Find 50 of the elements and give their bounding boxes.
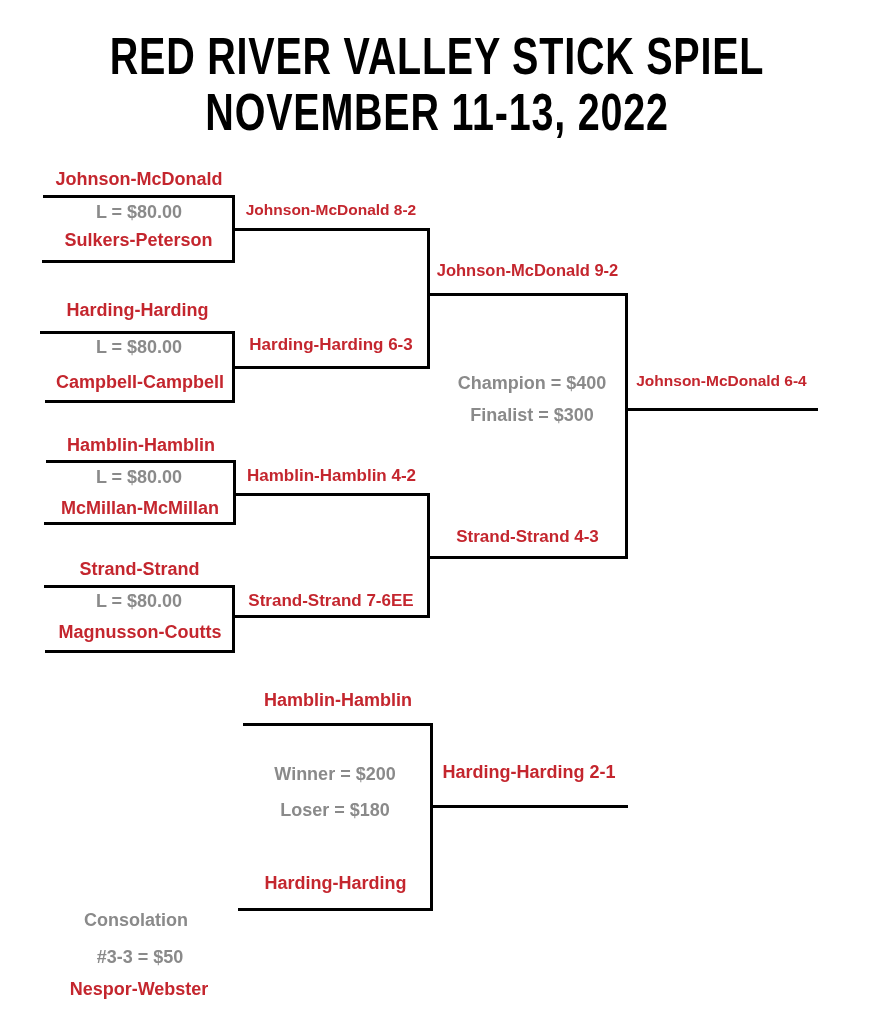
team-name: Hamblin-Hamblin [67, 434, 215, 456]
bracket-connector [427, 493, 430, 559]
bracket-connector [427, 228, 430, 296]
team-name: Sulkers-Peterson [64, 229, 213, 251]
bracket-connector [430, 805, 433, 911]
prize-note: #3-3 = $50 [96, 946, 184, 968]
team-name: Harding-Harding 2-1 [442, 761, 616, 783]
bracket-slot [232, 335, 430, 369]
prize-note: Winner = $200 [274, 763, 396, 785]
prize-note: Consolation [84, 909, 188, 931]
title: RED RIVER VALLEY STICK SPIEL NOVEMBER 11-13, 2022 [108, 28, 766, 140]
prize-note: L = $80.00 [95, 336, 183, 358]
bracket-connector [232, 228, 235, 263]
team-name: Johnson-McDonald 9-2 [436, 260, 619, 280]
team-name: Harding-Harding [264, 872, 407, 894]
prize-note: L = $80.00 [95, 201, 183, 223]
team-name: Nespor-Webster [69, 978, 209, 1000]
prize-note: L = $80.00 [95, 466, 183, 488]
prize-note: L = $80.00 [95, 590, 183, 612]
team-name: Johnson-McDonald 8-2 [245, 200, 417, 219]
bracket-connector [427, 556, 430, 618]
team-name: Strand-Strand [79, 558, 200, 580]
prize-note: Champion = $400 [457, 372, 607, 394]
bracket-connector [625, 293, 628, 411]
team-name: Campbell-Campbell [56, 371, 224, 393]
prize-note: Loser = $180 [280, 799, 390, 821]
team-name: Harding-Harding 6-3 [249, 335, 413, 355]
bracket-connector [232, 585, 235, 618]
bracket-connector [232, 615, 235, 653]
bracket-connector [625, 408, 628, 559]
prize-note: Finalist = $300 [470, 404, 594, 426]
bracket-slot [427, 527, 628, 559]
bracket-connector [233, 460, 236, 496]
team-name: Johnson-McDonald [55, 168, 223, 190]
bracket-connector [232, 331, 235, 369]
team-name: Strand-Strand 4-3 [456, 527, 599, 547]
bracket-connector [233, 493, 236, 525]
team-name: Hamblin-Hamblin [264, 689, 412, 711]
team-name: Strand-Strand 7-6EE [248, 591, 414, 611]
team-name: Johnson-McDonald 6-4 [636, 371, 807, 390]
bracket-slot [232, 591, 430, 618]
bracket-connector [430, 723, 433, 808]
team-name: Hamblin-Hamblin 4-2 [246, 466, 417, 486]
team-name: Harding-Harding [66, 299, 209, 321]
bracket-slot [233, 466, 430, 496]
bracket-connector [427, 293, 430, 369]
bracket-connector [232, 366, 235, 403]
team-name: McMillan-McMillan [61, 497, 219, 519]
bracket-connector [232, 195, 235, 231]
team-name: Magnusson-Coutts [58, 621, 222, 643]
